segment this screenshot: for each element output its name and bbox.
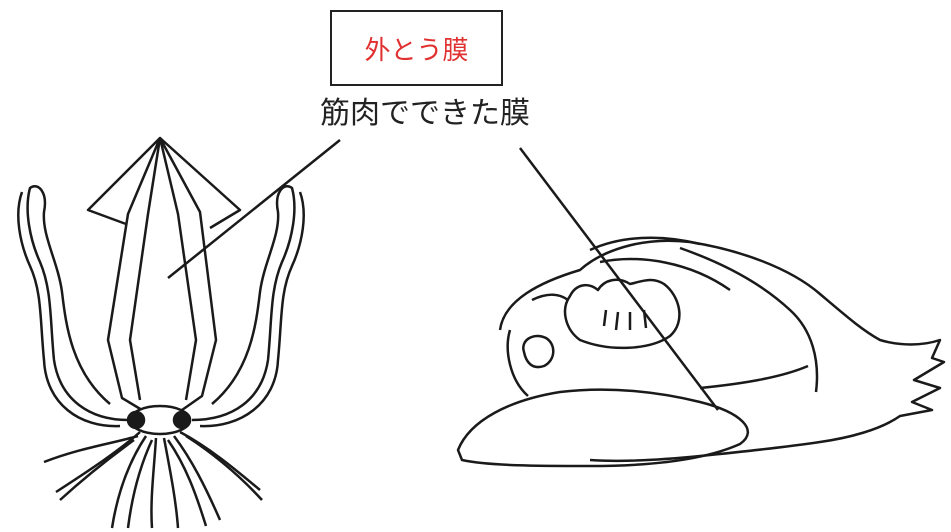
squid-tentacle-right bbox=[191, 185, 296, 422]
clam-body bbox=[563, 278, 681, 350]
clam-siphon bbox=[522, 334, 555, 369]
clam-mantle-outer bbox=[498, 239, 946, 463]
clam-drawing bbox=[456, 236, 946, 468]
squid-arms bbox=[43, 430, 261, 529]
squid-eye-right bbox=[172, 410, 192, 430]
squid-mantle bbox=[106, 136, 218, 412]
leader-line-squid bbox=[167, 139, 341, 279]
term-box: 外とう膜 bbox=[330, 10, 503, 86]
clam-foot bbox=[456, 388, 749, 468]
description-label: 筋肉でできた膜 bbox=[320, 96, 530, 131]
squid-drawing bbox=[17, 136, 305, 529]
squid-tentacle-left bbox=[26, 185, 129, 422]
squid-fins bbox=[86, 137, 242, 230]
term-label: 外とう膜 bbox=[364, 35, 469, 66]
squid-eye-left bbox=[126, 410, 146, 430]
